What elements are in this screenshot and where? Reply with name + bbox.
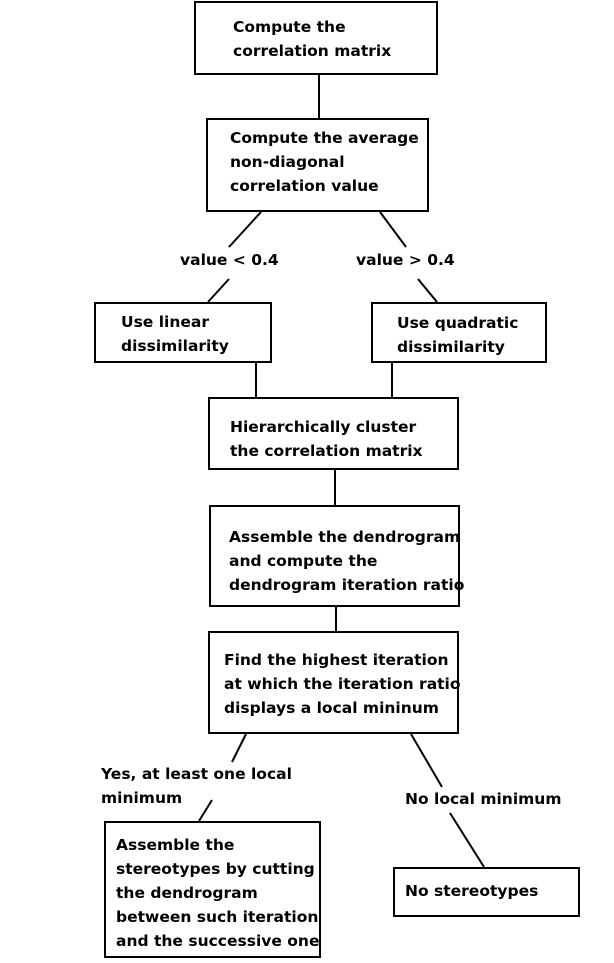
- assemble-dendrogram-line-3: dendrogram iteration ratio: [229, 576, 465, 594]
- connector-average-to-less-label: [228, 211, 262, 248]
- assemble-stereotypes-line-1: Assemble the: [116, 836, 235, 854]
- quadratic-dissimilarity-line-1: Use quadratic: [397, 314, 519, 332]
- no-stereotypes-text: No stereotypes: [405, 882, 539, 900]
- no-stereotypes-box: No stereotypes: [393, 867, 580, 917]
- connector-find-to-yes-label: [231, 733, 247, 763]
- find-highest-iteration-line-3: displays a local mininum: [224, 699, 439, 717]
- average-correlation-line-1: Compute the average: [230, 129, 419, 147]
- value-less-label: value < 0.4: [180, 248, 279, 272]
- assemble-dendrogram-box: Assemble the dendrogram and compute the …: [209, 505, 465, 607]
- linear-dissimilarity-line-2: dissimilarity: [121, 337, 229, 355]
- connector-average-to-greater-label: [379, 211, 407, 248]
- connector-less-label-to-linear: [207, 278, 230, 303]
- find-highest-iteration-box: Find the highest iteration at which the …: [208, 631, 461, 734]
- yes-local-minimum-line-1: Yes, at least one local: [101, 765, 292, 783]
- hierarchical-cluster-line-2: the correlation matrix: [230, 442, 423, 460]
- compute-correlation-matrix-line-2: correlation matrix: [233, 42, 392, 60]
- average-correlation-line-2: non-diagonal: [230, 153, 345, 171]
- assemble-dendrogram-line-1: Assemble the dendrogram: [229, 528, 461, 546]
- value-greater-label: value > 0.4: [356, 248, 455, 272]
- find-highest-iteration-line-1: Find the highest iteration: [224, 651, 449, 669]
- compute-correlation-matrix-line-1: Compute the: [233, 18, 346, 36]
- assemble-stereotypes-line-2: stereotypes by cutting: [116, 860, 315, 878]
- connector-no-label-to-no-stereotypes: [449, 812, 485, 868]
- assemble-stereotypes-line-3: the dendrogram: [116, 884, 258, 902]
- compute-correlation-matrix-box: Compute the correlation matrix: [194, 1, 438, 75]
- connector-find-to-no-label: [410, 733, 443, 788]
- connector-yes-label-to-stereotypes: [198, 799, 213, 822]
- linear-dissimilarity-box: Use linear dissimilarity: [94, 302, 272, 363]
- value-less-text: value < 0.4: [180, 251, 279, 269]
- assemble-stereotypes-box: Assemble the stereotypes by cutting the …: [104, 821, 321, 958]
- connector-greater-label-to-quadratic: [417, 278, 438, 303]
- average-correlation-box: Compute the average non-diagonal correla…: [206, 118, 429, 212]
- hierarchical-cluster-box: Hierarchically cluster the correlation m…: [208, 397, 459, 470]
- assemble-stereotypes-line-5: and the successive one: [116, 932, 320, 950]
- assemble-dendrogram-line-2: and compute the: [229, 552, 378, 570]
- assemble-stereotypes-line-4: between such iteration: [116, 908, 319, 926]
- no-local-minimum-label: No local minimum: [405, 787, 561, 811]
- yes-local-minimum-label: Yes, at least one local minimum: [101, 762, 292, 810]
- average-correlation-line-3: correlation value: [230, 177, 379, 195]
- value-greater-text: value > 0.4: [356, 251, 455, 269]
- no-local-minimum-text: No local minimum: [405, 790, 562, 808]
- quadratic-dissimilarity-box: Use quadratic dissimilarity: [371, 302, 547, 363]
- find-highest-iteration-line-2: at which the iteration ratio: [224, 675, 461, 693]
- linear-dissimilarity-line-1: Use linear: [121, 313, 209, 331]
- quadratic-dissimilarity-line-2: dissimilarity: [397, 338, 505, 356]
- hierarchical-cluster-line-1: Hierarchically cluster: [230, 418, 417, 436]
- yes-local-minimum-line-2: minimum: [101, 789, 183, 807]
